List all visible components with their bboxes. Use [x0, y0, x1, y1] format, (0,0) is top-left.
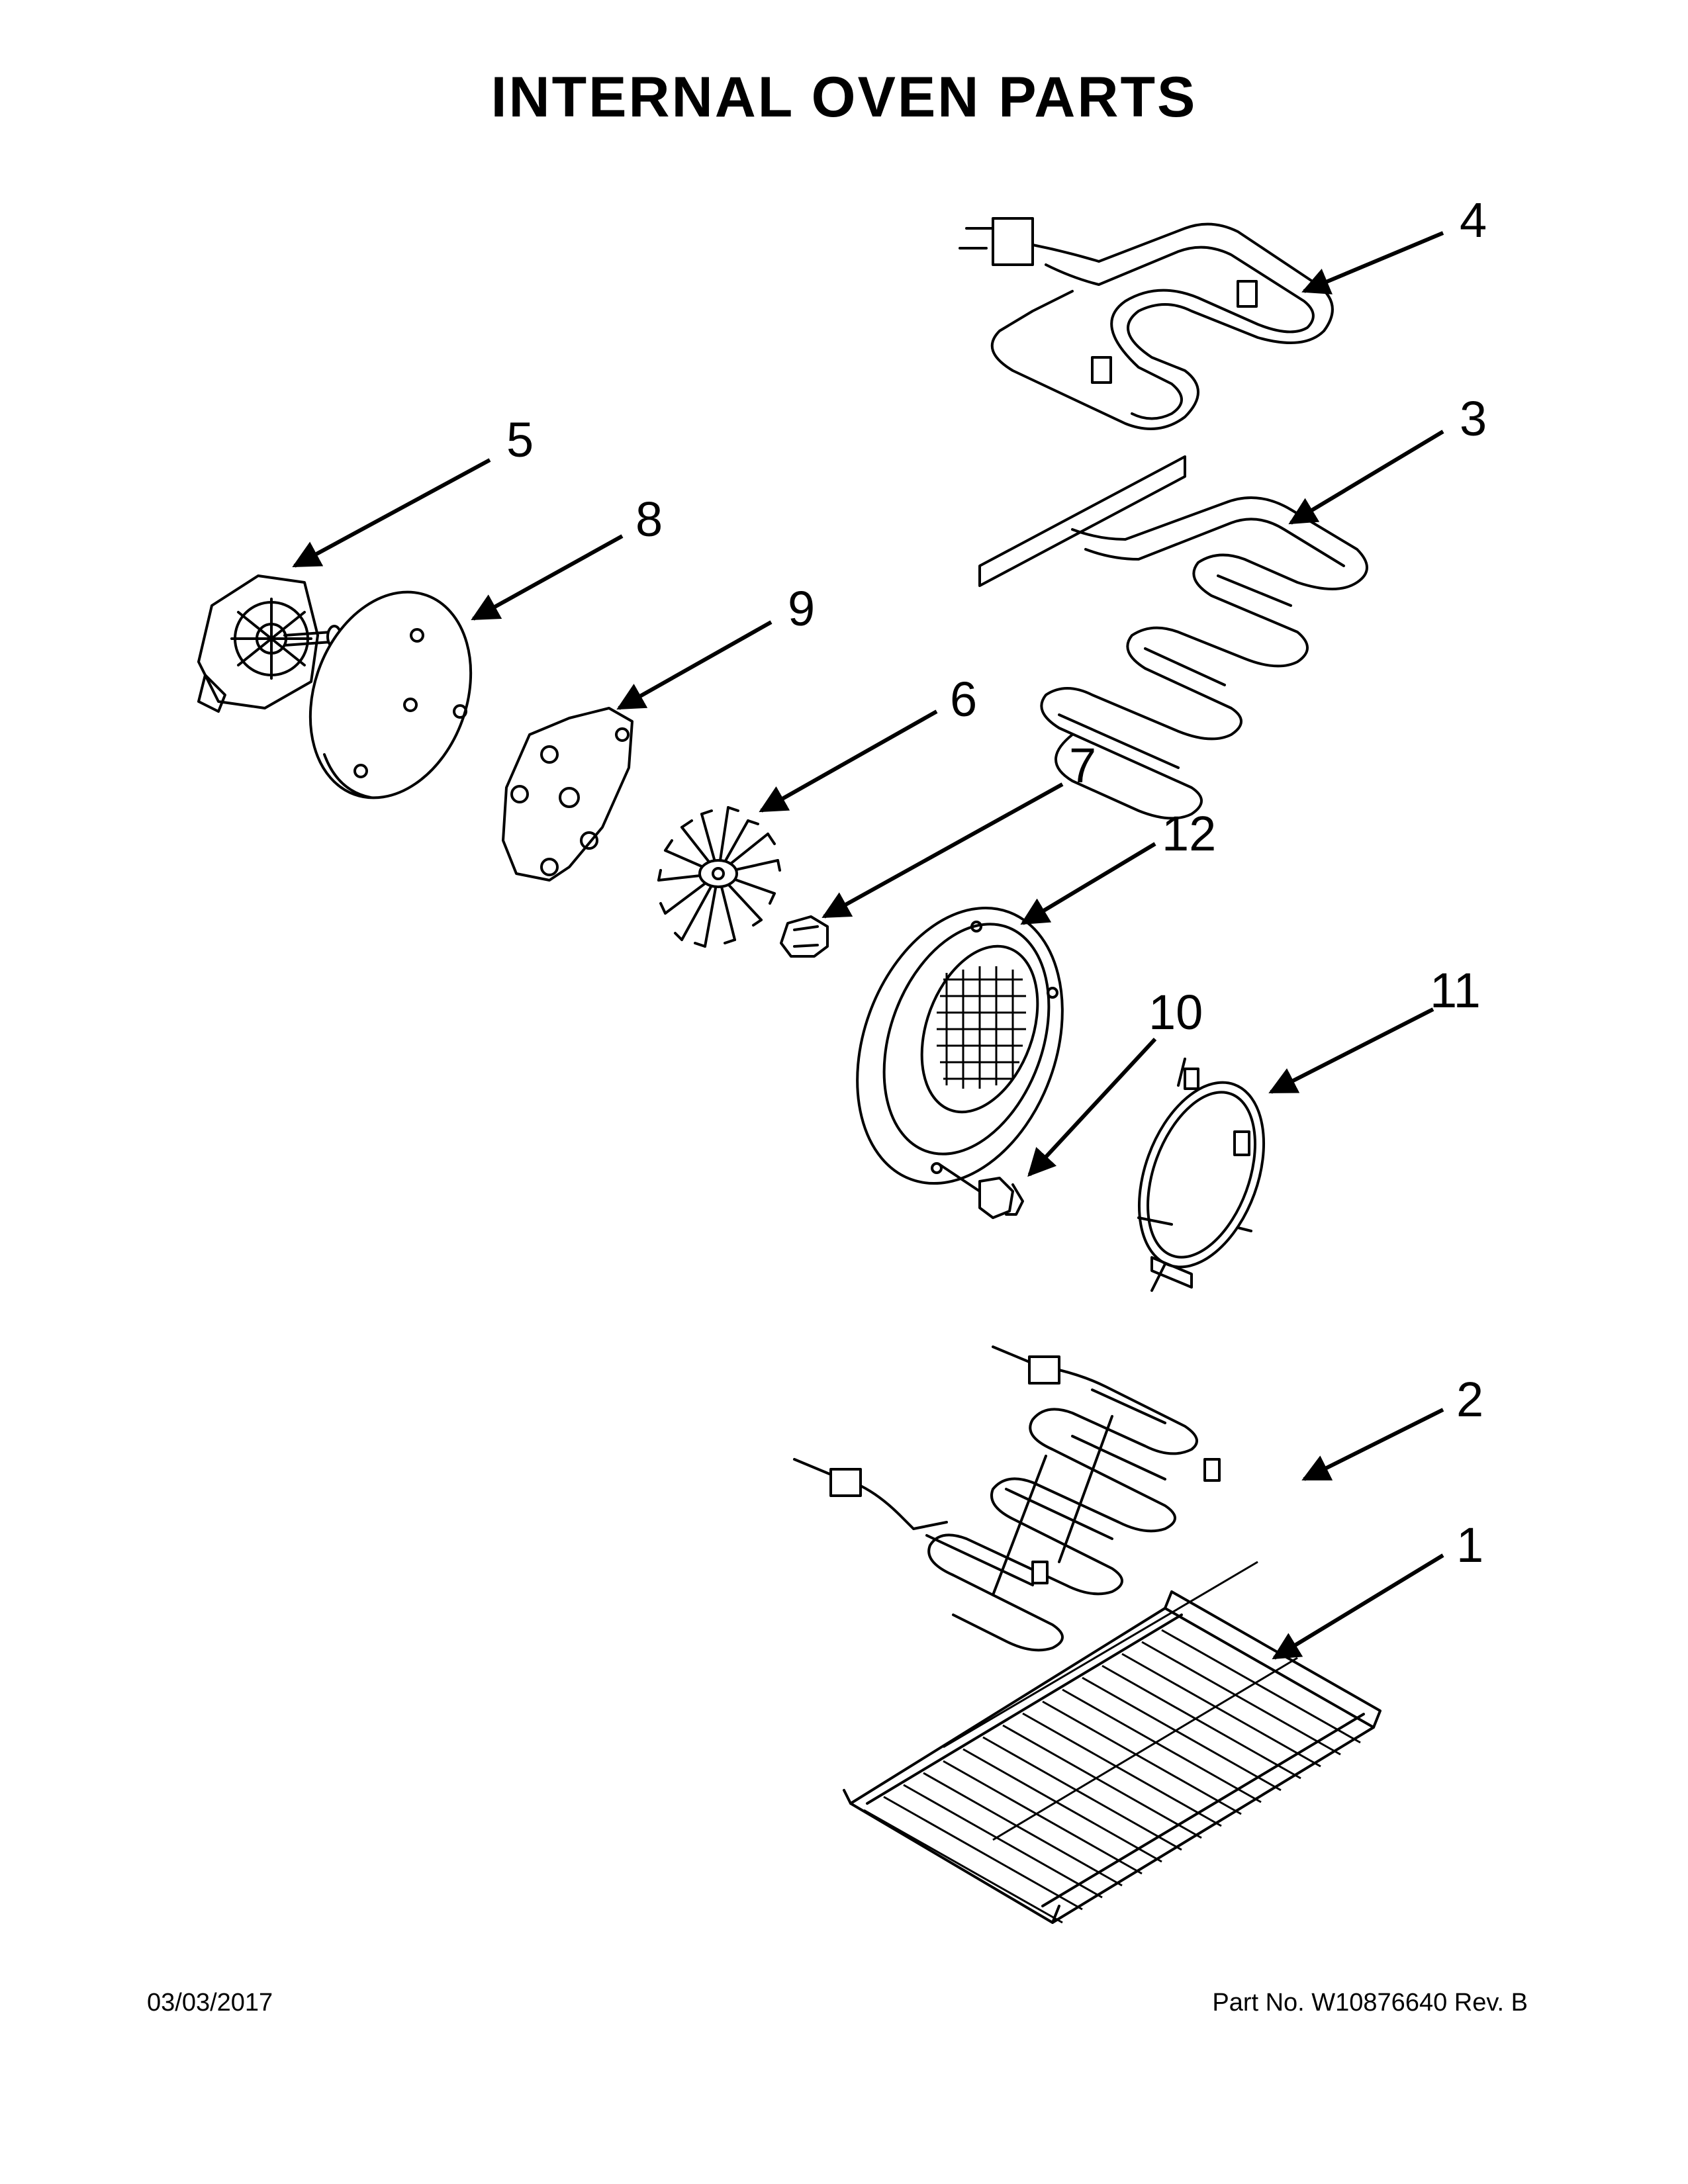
part-12-convection-baffle	[856, 906, 1064, 1185]
baffle-perforation-grid	[937, 966, 1026, 1089]
part-11-convection-element	[1137, 1058, 1266, 1292]
leader-4	[1301, 231, 1444, 295]
part-5-convection-motor	[197, 574, 342, 713]
leader-2	[1301, 1408, 1444, 1481]
part-8-insulation-disc	[308, 590, 473, 799]
callout-7: 7	[1069, 738, 1096, 793]
leader-5	[292, 458, 491, 568]
leader-7	[821, 782, 1064, 919]
callout-10: 10	[1149, 985, 1203, 1040]
part-4-broil-element	[959, 217, 1334, 430]
callout-leaders	[292, 231, 1444, 1660]
footer-part-number: Part No. W10876640 Rev. B	[1212, 1989, 1528, 2017]
page-title: INTERNAL OVEN PARTS	[491, 66, 1197, 129]
part-6-convection-fan-blade	[657, 806, 781, 948]
callout-4: 4	[1460, 193, 1487, 248]
callout-1: 1	[1456, 1518, 1483, 1572]
callout-6: 6	[950, 672, 977, 727]
callout-11: 11	[1430, 963, 1481, 1018]
footer-date: 03/03/2017	[147, 1989, 273, 2017]
part-3-bake-element	[978, 455, 1368, 820]
leader-1	[1272, 1553, 1444, 1660]
leader-9	[616, 620, 773, 710]
part-10-screw	[939, 1163, 1024, 1219]
callout-8: 8	[635, 492, 663, 547]
callout-9: 9	[788, 581, 815, 636]
part-1-oven-rack	[843, 1561, 1382, 1924]
callout-12: 12	[1162, 806, 1216, 861]
leader-8	[471, 534, 624, 621]
leader-6	[759, 709, 938, 813]
callout-numbers: 4 3 5 8 9 6 7 12 10 11 2 1	[506, 193, 1487, 1572]
part-7-nut	[780, 915, 829, 958]
callout-3: 3	[1460, 391, 1487, 446]
part-9-fan-cover-plate	[502, 707, 633, 882]
leader-3	[1288, 430, 1444, 525]
callout-2: 2	[1456, 1372, 1483, 1427]
leader-11	[1268, 1007, 1434, 1094]
callout-5: 5	[506, 412, 534, 467]
leader-10	[1027, 1037, 1157, 1177]
leader-12	[1020, 842, 1156, 925]
part-2-lower-bake-element	[793, 1345, 1221, 1652]
